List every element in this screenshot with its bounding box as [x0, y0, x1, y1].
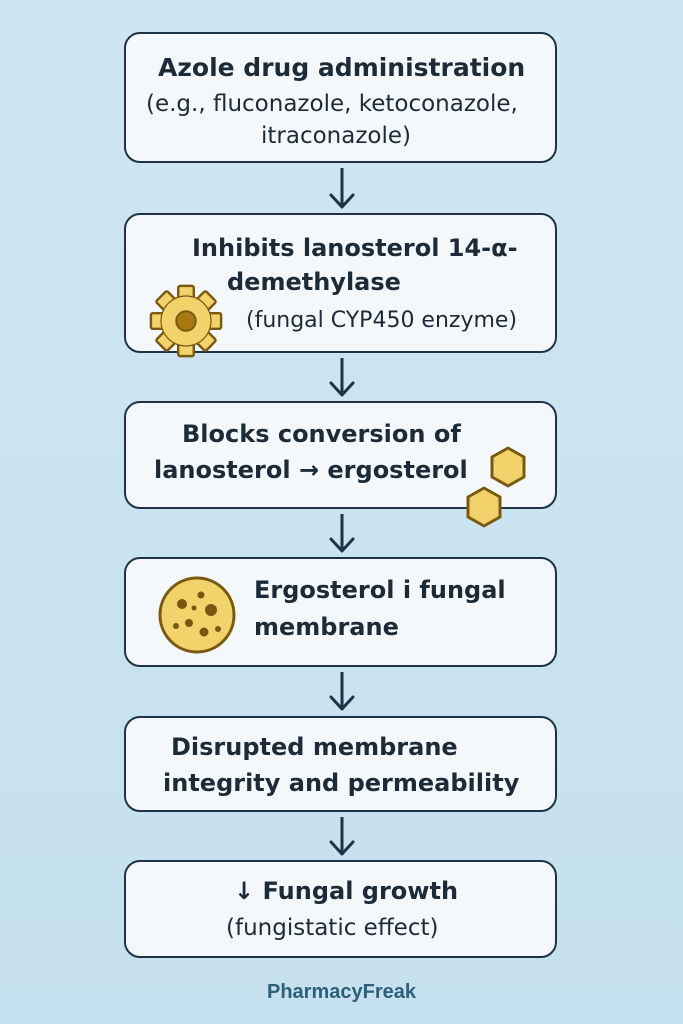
step-2-line-1: Inhibits lanosterol 14-α-	[192, 234, 518, 262]
step-box-fungal-growth: ↓ Fungal growth (fungistatic effect)	[124, 860, 557, 958]
step-1-line-1: Azole drug administration	[158, 53, 526, 82]
sterol-ring-icon	[466, 446, 526, 528]
gear-icon	[149, 284, 223, 358]
step-5-line-2: integrity and permeability	[163, 769, 520, 797]
step-4-line-2: membrane	[254, 613, 399, 641]
step-3-line-2: lanosterol → ergosterol	[154, 456, 468, 484]
step-6-line-1: ↓ Fungal growth	[234, 877, 459, 905]
step-box-inhibits-demethylase: Inhibits lanosterol 14-α- demethylase (f…	[124, 213, 557, 353]
arrow-down-2	[329, 358, 355, 397]
arrow-down-5	[329, 817, 355, 856]
step-4-line-1: Ergosterol i fungal	[254, 576, 506, 604]
fungal-cell-icon	[158, 576, 236, 654]
step-2-line-3: (fungal CYP450 enzyme)	[246, 308, 518, 333]
step-box-disrupted-membrane: Disrupted membrane integrity and permeab…	[124, 716, 557, 812]
step-1-line-2: (e.g., fluconazole, ketoconazole,	[146, 91, 518, 117]
step-3-line-1: Blocks conversion of	[182, 420, 461, 448]
step-box-azole-administration: Azole drug administration (e.g., flucona…	[124, 32, 557, 163]
step-6-line-2: (fungistatic effect)	[226, 915, 439, 941]
footer-brand: PharmacyFreak	[267, 981, 416, 1003]
step-1-line-3: itraconazole)	[261, 123, 412, 149]
arrow-down-1	[329, 168, 355, 209]
arrow-down-3	[329, 514, 355, 553]
arrow-down-4	[329, 672, 355, 711]
step-2-line-2: demethylase	[227, 268, 401, 296]
step-5-line-1: Disrupted membrane	[171, 733, 458, 761]
